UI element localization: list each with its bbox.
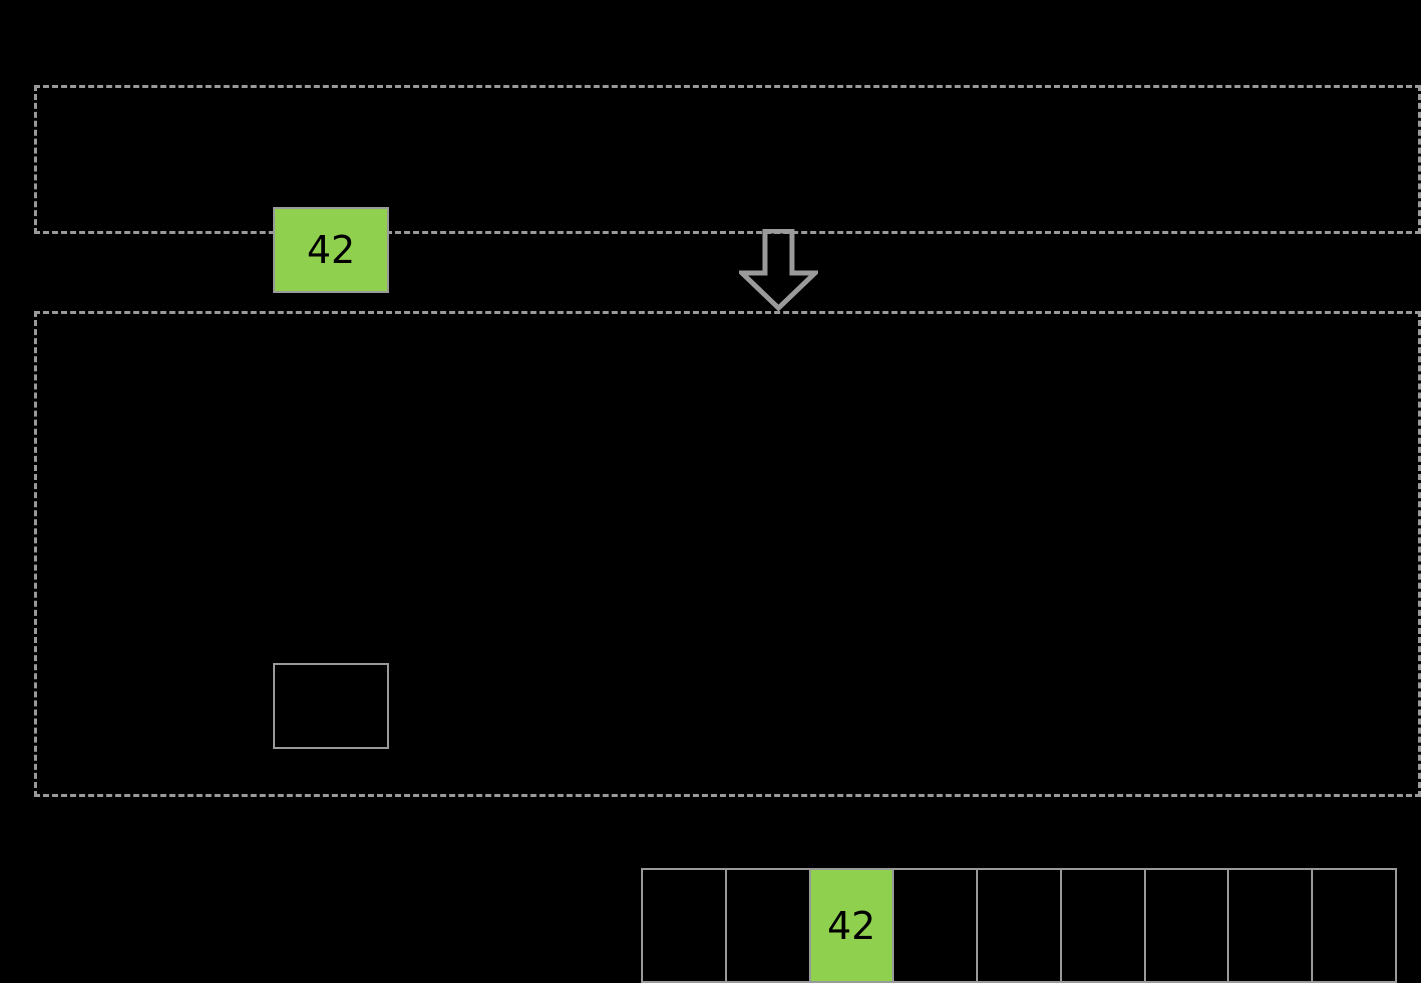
array-container: 42	[641, 868, 1413, 983]
diagram-canvas: 42 42	[34, 85, 1421, 983]
array-cell-7[interactable]	[1227, 868, 1314, 983]
source-value-box[interactable]: 42	[273, 207, 389, 293]
array-cell-3[interactable]	[892, 868, 979, 983]
array-cell-2[interactable]: 42	[808, 868, 895, 983]
array-cell-0[interactable]	[641, 868, 727, 983]
array-cell-1[interactable]	[724, 868, 811, 983]
array-cell-6[interactable]	[1143, 868, 1230, 983]
emptied-value-box[interactable]	[273, 663, 389, 749]
array-cell-5[interactable]	[1059, 868, 1146, 983]
array-cell-8[interactable]	[1311, 868, 1397, 983]
arrow-down-outline-icon	[739, 229, 818, 311]
array-cell-4[interactable]	[976, 868, 1062, 983]
panel-after-state: 42	[34, 311, 1421, 983]
panel-before-state: 42	[34, 85, 1421, 293]
